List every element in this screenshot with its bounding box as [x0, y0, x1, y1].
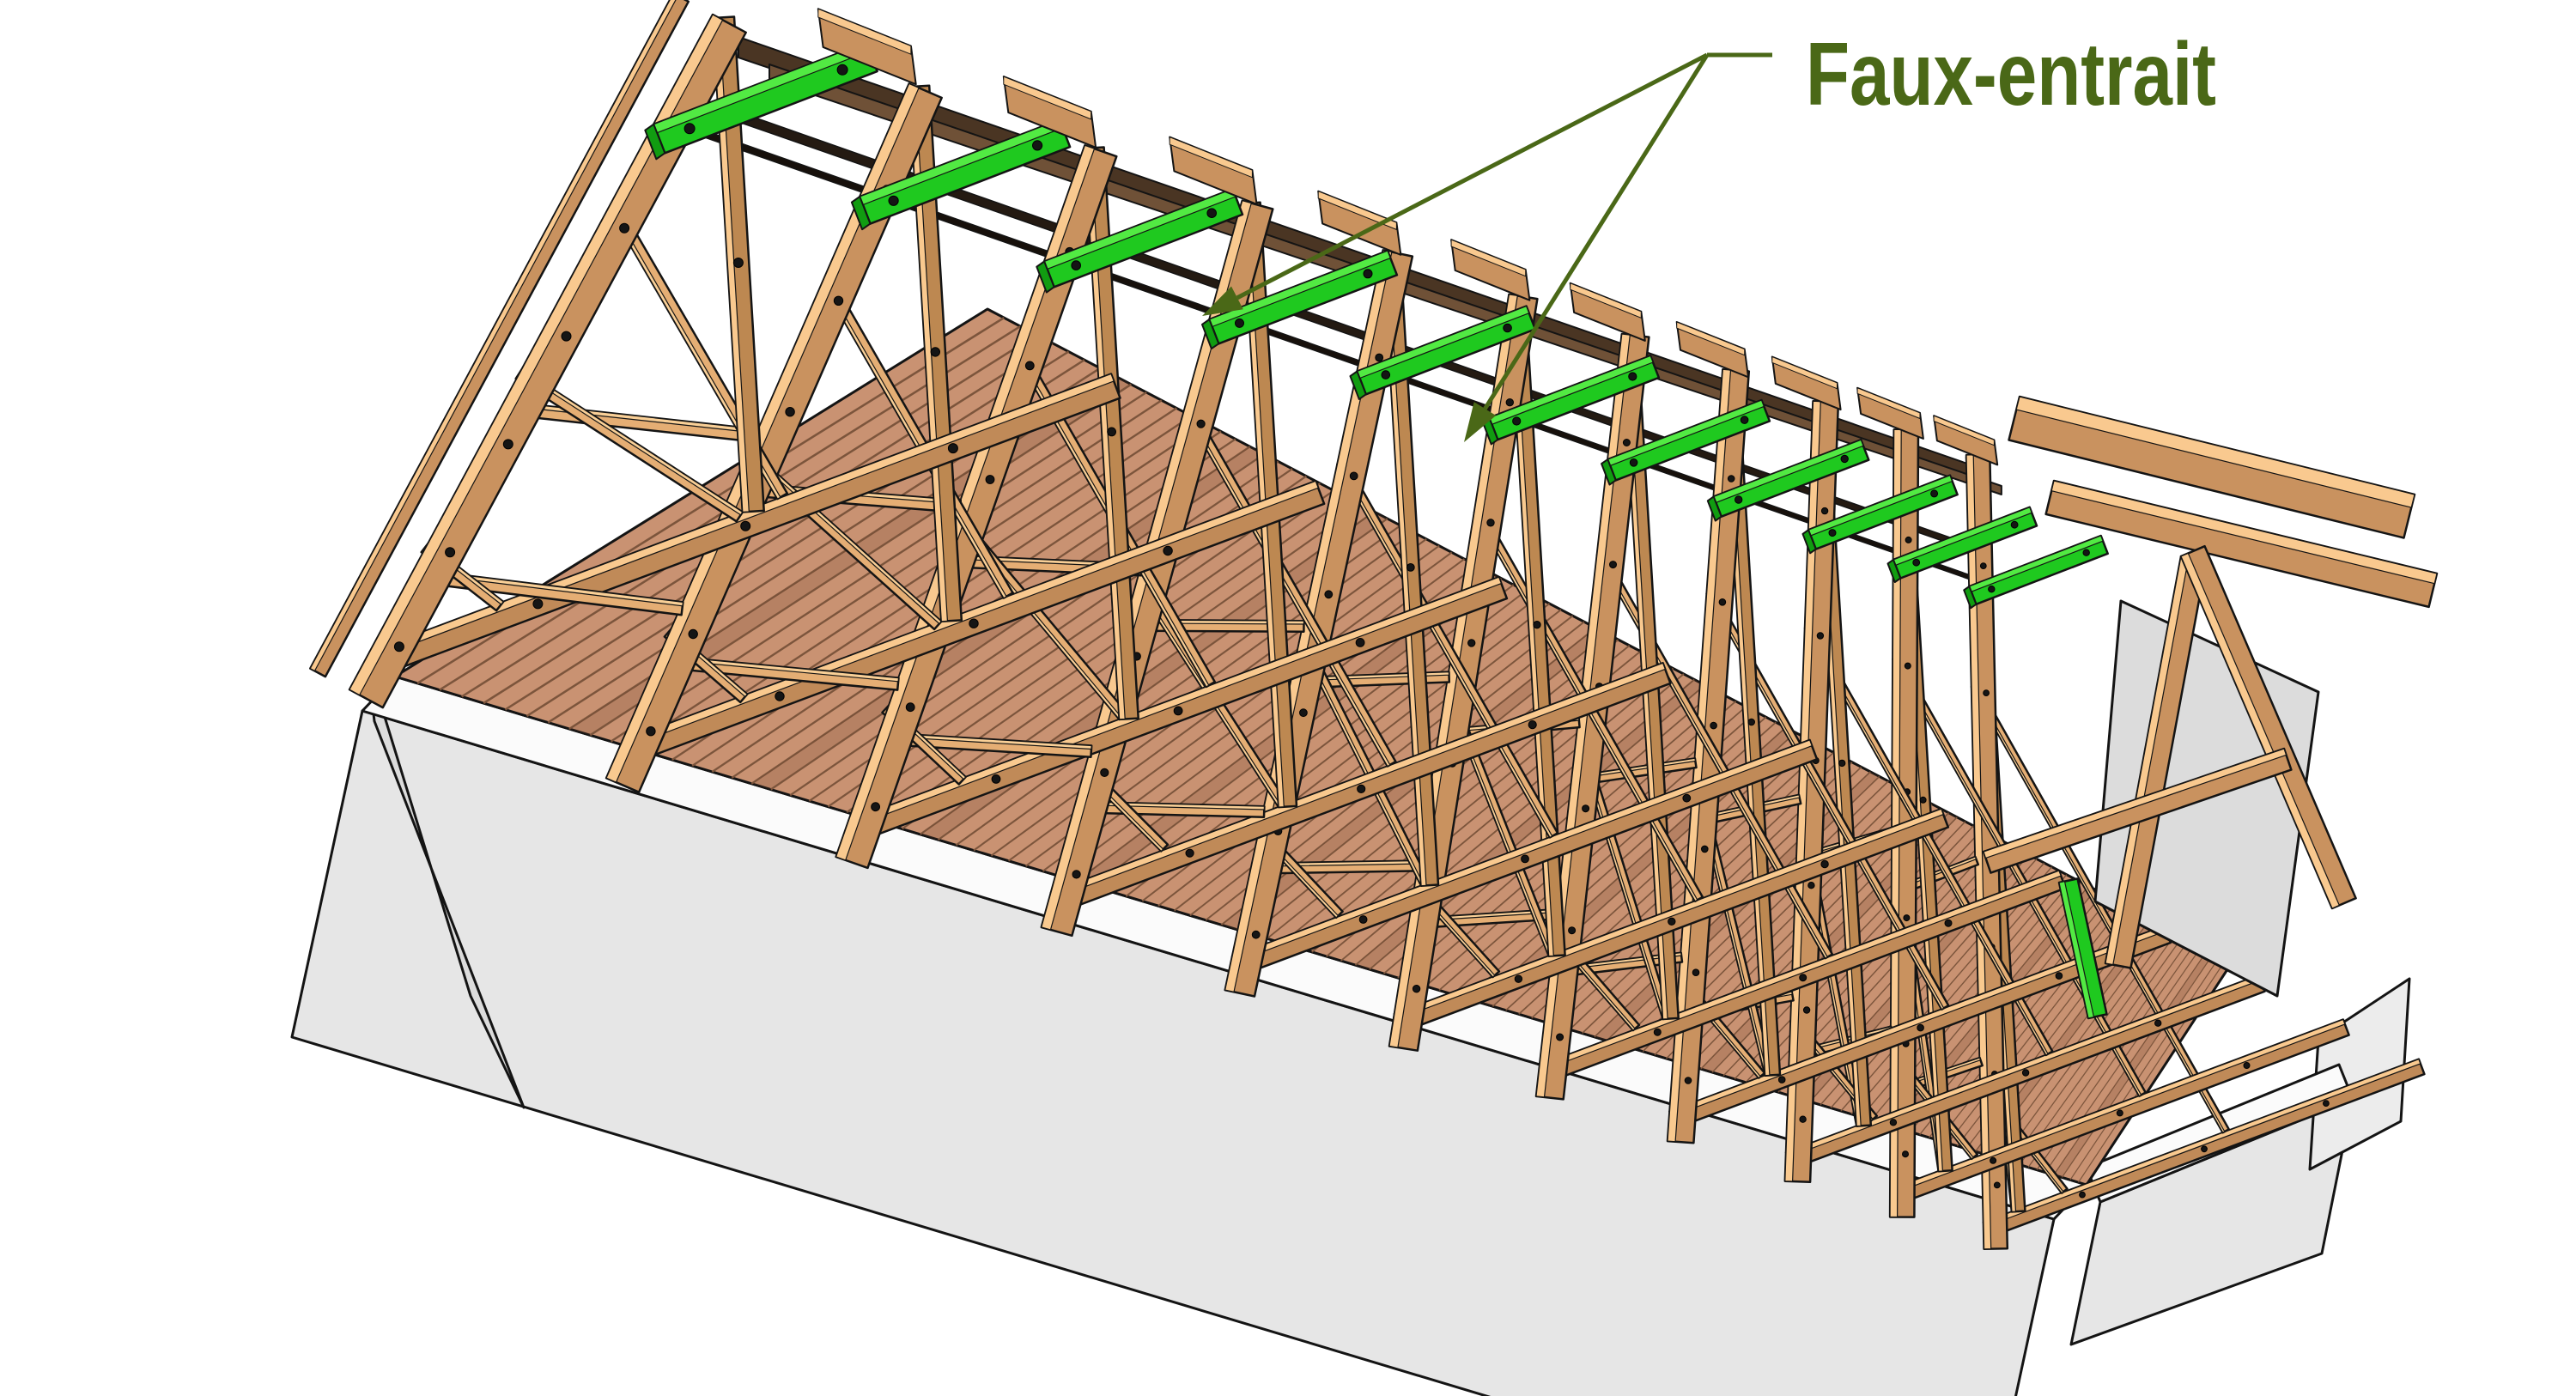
purlin-blocks	[817, 8, 1999, 466]
truss	[1963, 453, 2426, 1251]
leader-lines	[1202, 52, 1772, 442]
faux-entrait-beam	[1601, 398, 1771, 486]
faux-entrait-beam	[850, 118, 1072, 231]
faux-entrait-label: Faux-entrait	[1806, 25, 2216, 124]
truss	[605, 82, 1326, 793]
faux-entrait-beam	[644, 41, 878, 161]
annotation-arrow	[1464, 402, 1497, 442]
truss	[835, 144, 1509, 870]
annotation-arrow	[1202, 286, 1243, 316]
faux-entrait-beam	[1481, 355, 1661, 446]
callout: Faux-entrait	[1202, 25, 2216, 442]
truss	[309, 0, 1121, 709]
faux-entrait-beam	[1201, 249, 1399, 350]
faux-entrait-beam	[1963, 534, 2109, 610]
faux-entrait-beam	[1706, 439, 1870, 522]
faux-entrait-beam	[1801, 474, 1959, 555]
far-end-gable	[1982, 395, 2439, 1020]
roof-trusses	[309, 0, 2426, 1251]
faux-entrait-beam	[1886, 506, 2038, 583]
